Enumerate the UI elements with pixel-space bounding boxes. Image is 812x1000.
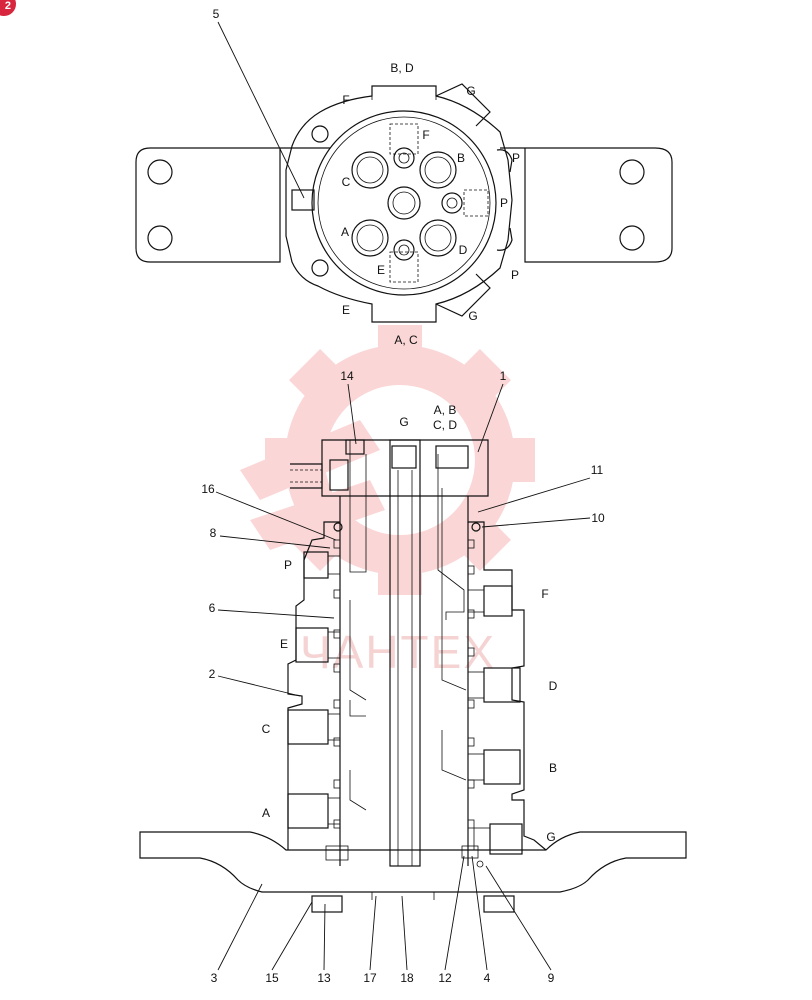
callout-5: 5 xyxy=(213,7,220,21)
top-label-e-outer: E xyxy=(342,303,350,317)
right-port-fittings xyxy=(467,585,523,855)
side-label-g-bottom: G xyxy=(546,830,555,844)
top-label-b: B xyxy=(457,151,465,165)
side-label-cd: C, D xyxy=(433,418,457,432)
callout-6: 6 xyxy=(209,601,216,615)
callout-1: 1 xyxy=(500,369,507,383)
callout-15: 15 xyxy=(265,971,279,985)
top-label-d: D xyxy=(459,243,468,257)
callout-8: 8 xyxy=(210,526,217,540)
top-outer-body xyxy=(285,85,513,323)
top-label-f-outer: F xyxy=(342,93,349,107)
side-label-c: C xyxy=(262,722,271,736)
top-label-ac: A, C xyxy=(394,333,418,347)
side-label-a: A xyxy=(262,806,270,820)
top-label-e-inner: E xyxy=(377,263,385,277)
top-label-f-inner: F xyxy=(422,128,429,142)
right-housing xyxy=(467,496,547,851)
callout-2: 2 xyxy=(209,667,216,681)
callout-16: 16 xyxy=(201,482,215,496)
left-port-fittings xyxy=(287,551,341,829)
top-label-g-upper: G xyxy=(466,84,475,98)
top-label-bd: B, D xyxy=(390,61,414,75)
watermark-text: ЧАНТЕХ xyxy=(300,626,496,678)
side-view xyxy=(139,439,687,913)
top-label-p-mid: P xyxy=(500,196,508,210)
base-flange xyxy=(139,831,687,893)
side-label-g-top: G xyxy=(399,415,408,429)
left-housing xyxy=(287,496,341,850)
left-mount-plate xyxy=(135,147,330,263)
top-label-g-lower: G xyxy=(468,309,477,323)
callout-18: 18 xyxy=(400,971,414,985)
side-label-f: F xyxy=(541,587,548,601)
callout-14: 14 xyxy=(340,369,354,383)
top-label-p-upper: P xyxy=(512,151,520,165)
side-label-d: D xyxy=(549,679,558,693)
top-main-bore xyxy=(311,110,497,296)
callout-12: 12 xyxy=(438,971,452,985)
callout-3: 3 xyxy=(211,971,218,985)
callout-17: 17 xyxy=(363,971,377,985)
watermark-gear-logo xyxy=(240,325,535,595)
page-badge: 2 xyxy=(0,0,16,16)
side-label-e: E xyxy=(280,637,288,651)
side-label-ab: A, B xyxy=(434,403,457,417)
callout-9: 9 xyxy=(548,971,555,985)
side-label-b: B xyxy=(549,761,557,775)
top-label-p-lower: P xyxy=(511,268,519,282)
callout-4: 4 xyxy=(484,971,491,985)
top-view xyxy=(135,21,673,323)
top-label-c: C xyxy=(342,175,351,189)
top-label-a: A xyxy=(341,225,349,239)
center-shaft xyxy=(389,439,421,867)
callout-10: 10 xyxy=(591,511,605,525)
callout-11: 11 xyxy=(591,463,604,477)
right-mount-plate xyxy=(500,147,673,263)
side-leaders xyxy=(215,383,591,971)
callout-13: 13 xyxy=(317,971,331,985)
side-label-p: P xyxy=(284,558,292,572)
